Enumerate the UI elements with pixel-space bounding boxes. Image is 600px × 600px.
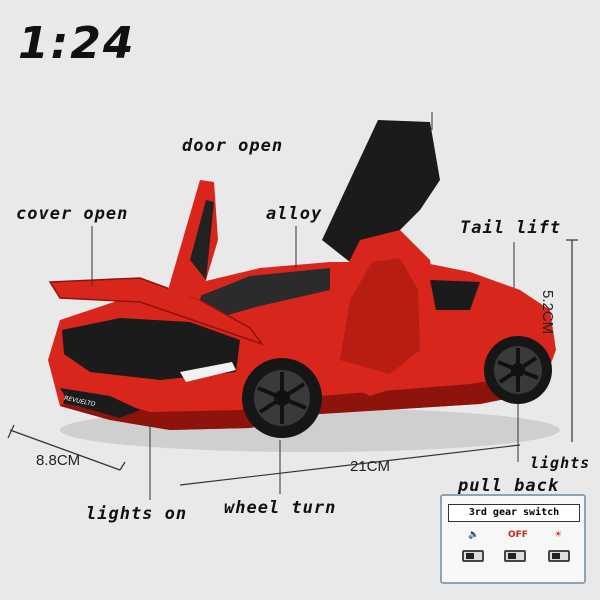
switch-sound[interactable] [462, 550, 484, 562]
label-lights: lights [530, 454, 591, 472]
front-trunk [62, 318, 240, 380]
dimension-length: 21CM [350, 458, 391, 475]
switch-light[interactable] [548, 550, 570, 562]
label-lights-on: lights on [86, 504, 188, 524]
hood-open [48, 277, 265, 346]
dimension-width: 8.8CM [36, 452, 81, 469]
label-cover-open: cover open [16, 204, 129, 224]
side-window [430, 280, 480, 310]
label-pull-back: pull back [458, 476, 560, 496]
switch-off[interactable] [504, 550, 526, 562]
front-wheel [242, 358, 322, 438]
left-door-inner [190, 200, 214, 280]
windscreen [190, 268, 330, 320]
number-plate-bg [63, 391, 111, 413]
scale-label: 1:24 [18, 18, 136, 69]
label-door-open: door open [182, 136, 284, 156]
dimension-height: 5.2CM [539, 290, 556, 335]
dimension-lines [7, 239, 578, 486]
callout-lines [91, 112, 519, 500]
light-icon: ☀ [554, 530, 563, 540]
switch-title: 3rd gear switch [448, 504, 580, 522]
rear-wheel [484, 336, 552, 404]
label-wheel-turn: wheel turn [224, 498, 337, 518]
right-door-panel [340, 258, 420, 374]
sound-icon: 🔈 [468, 530, 480, 540]
off-label: OFF [508, 530, 528, 540]
headlight [180, 362, 236, 382]
right-door-inner [322, 120, 440, 270]
label-tail-lift: Tail lift [460, 218, 562, 238]
gear-switch-panel: 3rd gear switch 🔈 OFF ☀ [440, 494, 586, 584]
label-alloy: alloy [266, 204, 323, 224]
